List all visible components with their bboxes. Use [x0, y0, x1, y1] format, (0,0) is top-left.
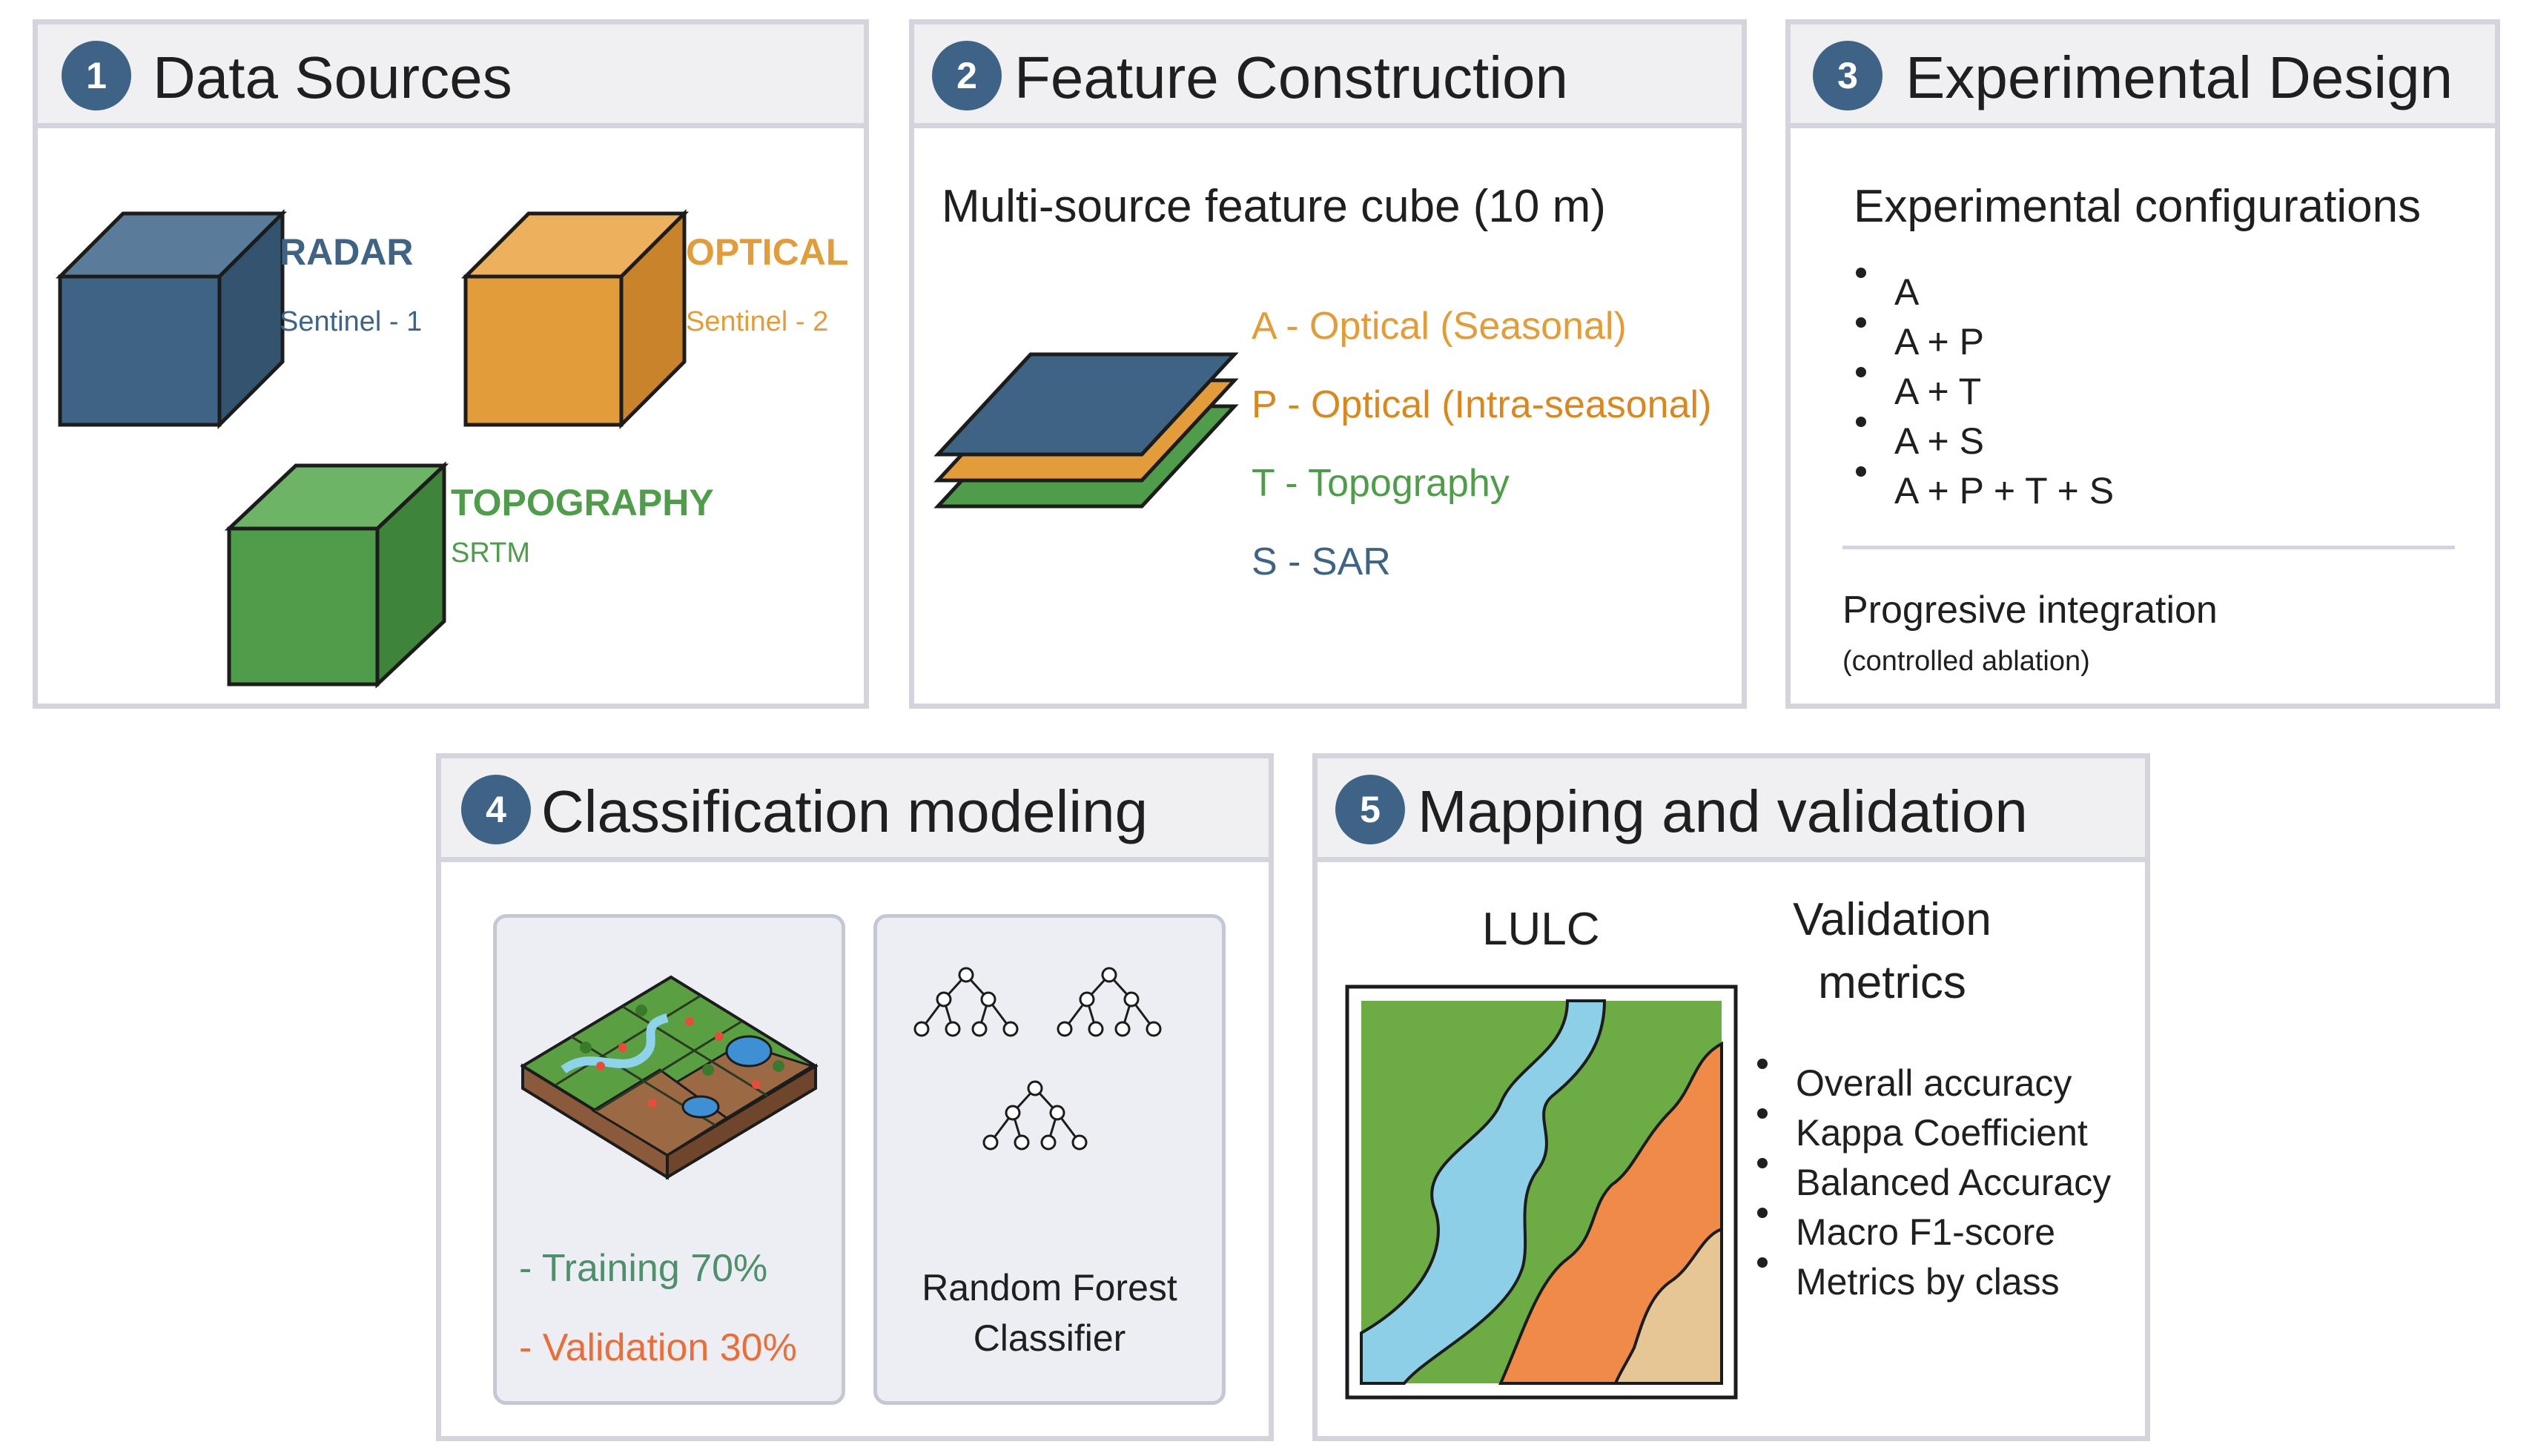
list-item: A	[1850, 268, 2114, 317]
panel-data-sources: 1 Data Sources RADAR Sentinel - 1 OPTICA…	[33, 19, 869, 709]
layer-label-optical-intra: P - Optical (Intra-seasonal)	[1252, 383, 1712, 426]
decision-tree-icon	[913, 967, 1019, 1037]
optical-label: OPTICAL	[686, 231, 849, 273]
metrics-title-line1: Validation	[1793, 894, 1991, 945]
panel-title: Data Sources	[153, 44, 512, 110]
list-item: Balanced Accuracy	[1751, 1158, 2111, 1208]
panel-experimental-design: 3 Experimental Design Experimental confi…	[1785, 19, 2500, 709]
list-item: A + P	[1850, 317, 2114, 367]
panel-header: 2 Feature Construction	[914, 24, 1742, 128]
classifier-card: Random Forest Classifier	[873, 914, 1226, 1405]
decision-tree-icon	[1057, 967, 1162, 1037]
panel-title: Experimental Design	[1905, 44, 2453, 110]
radar-source: Sentinel - 1	[280, 306, 423, 337]
step-badge: 3	[1813, 41, 1883, 110]
step-badge: 2	[932, 41, 1002, 110]
lulc-map-icon	[1345, 985, 1738, 1400]
feature-cube-subtitle: Multi-source feature cube (10 m)	[942, 181, 1606, 232]
radar-label: RADAR	[280, 231, 414, 273]
panel-header: 1 Data Sources	[38, 24, 864, 128]
metrics-list: Overall accuracy Kappa Coefficient Balan…	[1751, 1059, 2111, 1307]
validation-split-label: - Validation 30%	[519, 1326, 797, 1369]
isometric-land-tile-icon	[520, 975, 819, 1180]
panel-classification-modeling: 4 Classification modeling	[436, 753, 1274, 1441]
integration-note-sub: (controlled ablation)	[1842, 646, 2090, 677]
panel-header: 5 Mapping and validation	[1318, 758, 2145, 862]
step-badge: 4	[461, 775, 531, 844]
metrics-title-line2: metrics	[1818, 957, 1966, 1008]
step-badge: 1	[62, 41, 131, 110]
panel-header: 3 Experimental Design	[1791, 24, 2495, 128]
list-item: A + S	[1850, 417, 2114, 466]
topography-cube-icon	[224, 461, 449, 689]
list-item: Macro F1-score	[1751, 1208, 2111, 1257]
optical-source: Sentinel - 2	[686, 306, 829, 337]
training-split-label: - Training 70%	[519, 1247, 768, 1290]
radar-cube-icon	[55, 208, 288, 430]
classifier-label-line2: Classifier	[973, 1317, 1126, 1359]
panel-mapping-validation: 5 Mapping and validation LULC Validation…	[1312, 753, 2150, 1441]
optical-cube-icon	[460, 208, 690, 430]
configuration-list: A A + P A + T A + S A + P + T + S	[1850, 268, 2114, 516]
map-title: LULC	[1482, 904, 1600, 955]
topography-source: SRTM	[451, 537, 530, 569]
topography-label: TOPOGRAPHY	[451, 482, 714, 523]
panel-title: Mapping and validation	[1418, 778, 2028, 844]
list-item: A + T	[1850, 367, 2114, 417]
list-item: A + P + T + S	[1850, 466, 2114, 516]
metrics-title: Validation metrics	[1762, 888, 2022, 1014]
training-data-card: - Training 70% - Validation 30%	[493, 914, 845, 1405]
classifier-label: Random Forest Classifier	[877, 1263, 1222, 1363]
divider	[1842, 546, 2455, 549]
layer-label-topography: T - Topography	[1252, 462, 1510, 505]
layer-stack-icon	[933, 352, 1239, 509]
panel-feature-construction: 2 Feature Construction Multi-source feat…	[909, 19, 1747, 709]
layer-label-sar: S - SAR	[1252, 540, 1391, 583]
panel-title: Feature Construction	[1014, 44, 1569, 110]
list-item: Overall accuracy	[1751, 1059, 2111, 1108]
list-item: Metrics by class	[1751, 1257, 2111, 1307]
list-item: Kappa Coefficient	[1751, 1108, 2111, 1158]
decision-tree-icon	[982, 1080, 1088, 1151]
integration-note: Progresive integration	[1842, 589, 2218, 632]
configurations-heading: Experimental configurations	[1854, 181, 2422, 232]
panel-title: Classification modeling	[541, 778, 1148, 844]
step-badge: 5	[1335, 775, 1405, 844]
panel-header: 4 Classification modeling	[441, 758, 1269, 862]
classifier-label-line1: Random Forest	[922, 1267, 1177, 1308]
layer-label-optical-seasonal: A - Optical (Seasonal)	[1252, 305, 1627, 348]
